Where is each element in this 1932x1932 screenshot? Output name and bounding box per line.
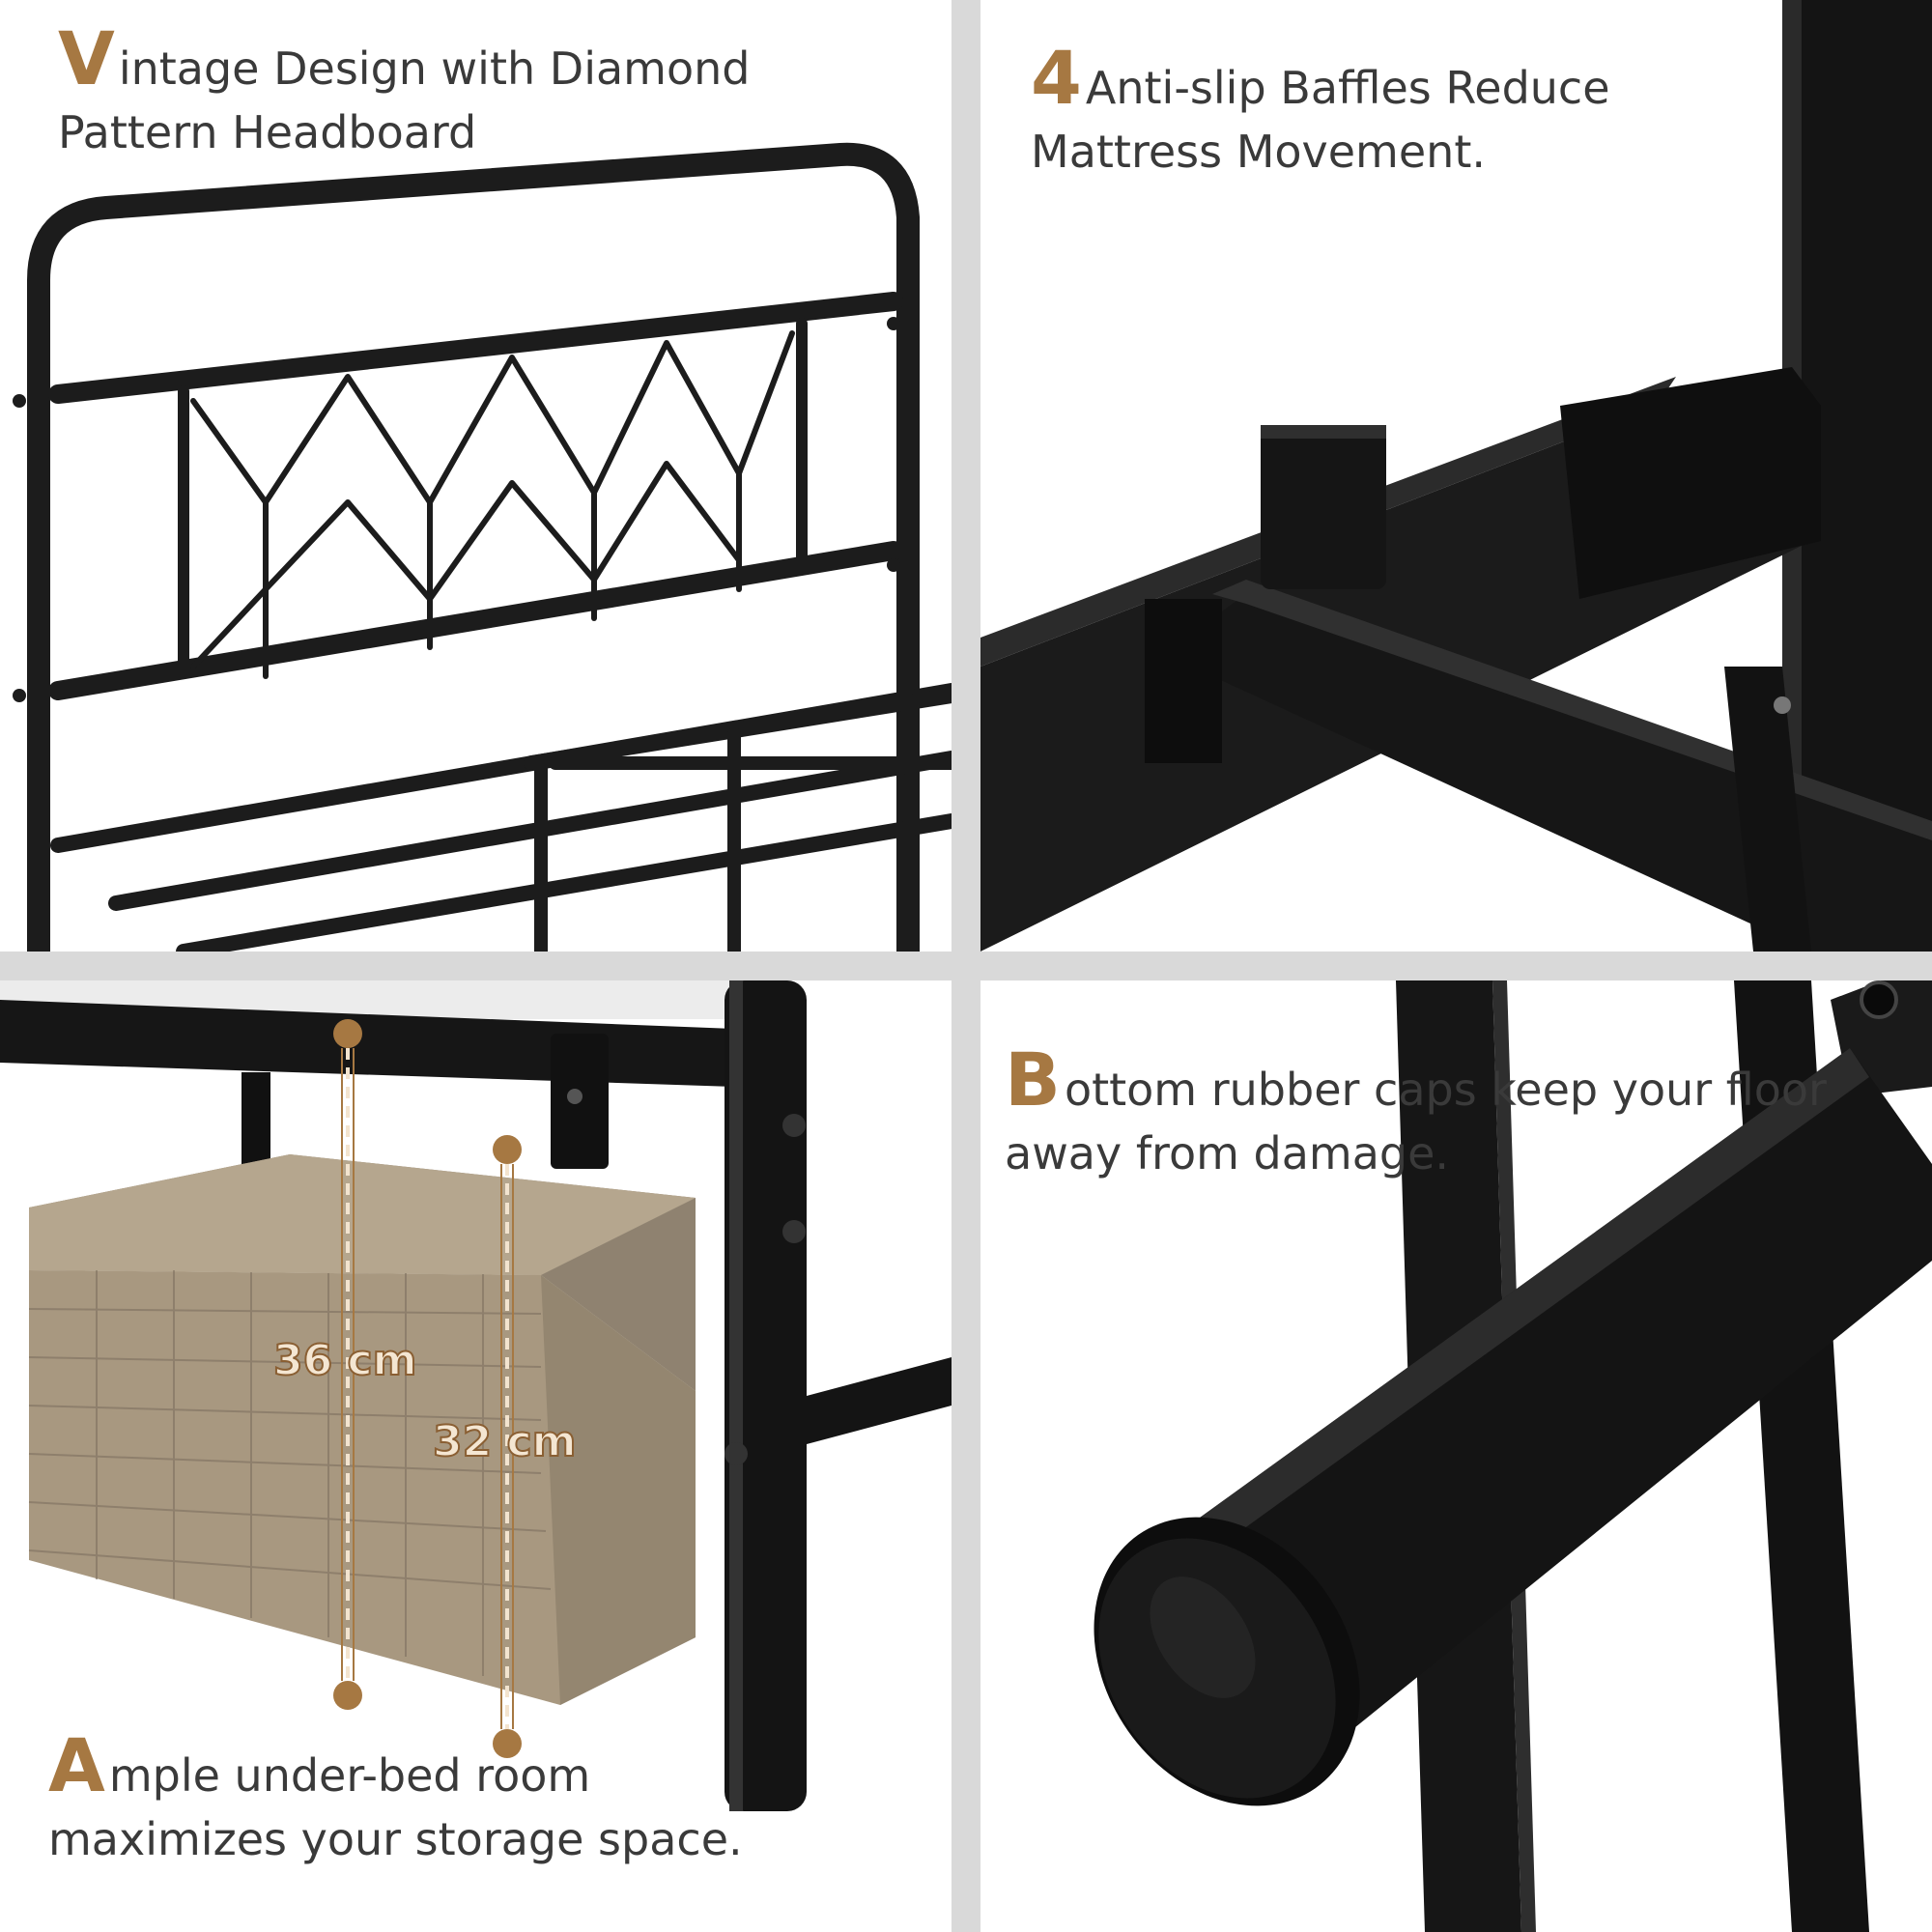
storage-caption-initial: A (48, 1722, 105, 1808)
panel-baffles: 4Anti-slip Baffles Reduce Mattress Movem… (980, 0, 1932, 952)
headboard-illustration (13, 142, 952, 952)
caps-caption-line-1: Bottom rubber caps keep your floor (1005, 1043, 1827, 1122)
rubber-cap-illustration (1094, 980, 1932, 1932)
storage-caption-line-1: Ample under-bed room (48, 1729, 743, 1807)
panel-headboard: Vintage Design with Diamond Pattern Head… (0, 0, 952, 952)
caps-caption-line-2: away from damage. (1005, 1127, 1450, 1179)
headboard-caption-line-1: Vintage Design with Diamond (58, 22, 751, 100)
storage-caption-line-1-text: mple under-bed room (108, 1749, 591, 1802)
storage-caption-line-2: maximizes your storage space. (48, 1813, 743, 1865)
baffles-caption-line-2: Mattress Movement. (1031, 126, 1486, 178)
clearance-height-label: 32 cm (432, 1416, 577, 1467)
basket-height-label: 36 cm (272, 1335, 417, 1386)
baffle-illustration (980, 0, 1932, 952)
panel-caps: Bottom rubber caps keep your floor away … (980, 980, 1932, 1932)
baffles-caption-line-1-text: Anti-slip Baffles Reduce (1085, 62, 1610, 114)
headboard-caption-line-2: Pattern Headboard (58, 106, 477, 158)
caps-caption: Bottom rubber caps keep your floor away … (1005, 1043, 1827, 1185)
baffles-caption-line-1: 4Anti-slip Baffles Reduce (1031, 42, 1610, 120)
caps-caption-line-1-text: ottom rubber caps keep your floor (1064, 1064, 1827, 1116)
headboard-caption-line-1-text: intage Design with Diamond (118, 43, 751, 95)
headboard-caption: Vintage Design with Diamond Pattern Head… (58, 22, 751, 164)
storage-illustration (0, 980, 952, 1811)
panel-storage: 36 cm 32 cm Ample under-bed room maximiz… (0, 980, 952, 1932)
caps-caption-initial: B (1005, 1037, 1061, 1122)
storage-caption: Ample under-bed room maximizes your stor… (48, 1729, 743, 1871)
headboard-caption-initial: V (58, 15, 115, 101)
baffles-caption-initial: 4 (1031, 35, 1082, 121)
baffles-caption: 4Anti-slip Baffles Reduce Mattress Movem… (1031, 42, 1610, 184)
